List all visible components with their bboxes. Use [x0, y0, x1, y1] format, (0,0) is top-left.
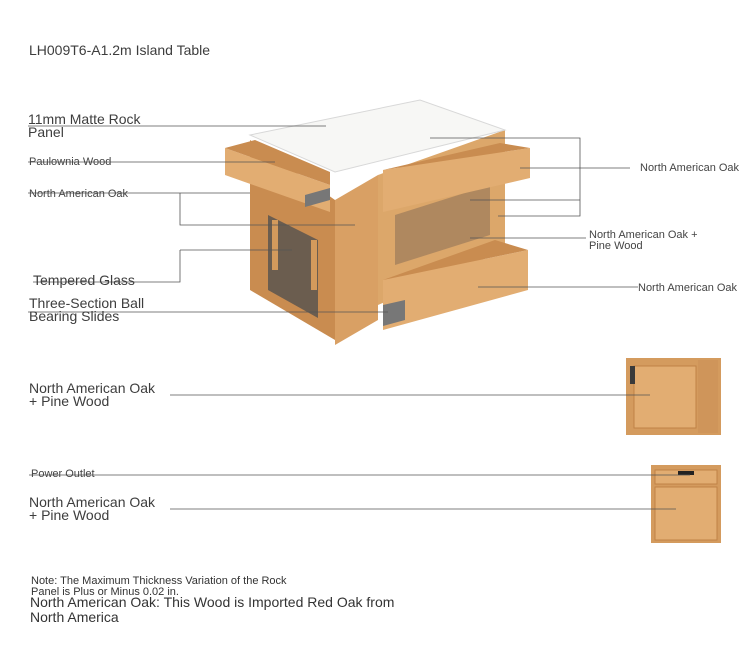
- label-slides-line1: Three-Section Ball: [29, 295, 145, 311]
- middle-shelf-opening: [395, 185, 490, 265]
- label-outlet-panel-line1: North American Oak: [29, 494, 156, 510]
- label-slides: Three-Section Ball Bearing Slides: [29, 295, 145, 324]
- label-back-panel-line2: + Pine Wood: [29, 393, 110, 409]
- label-rock-panel-line2: Panel: [28, 124, 64, 140]
- note-rock-line2: Panel is Plus or Minus 0.02 in.: [31, 586, 179, 598]
- back-panel-hinge: [630, 366, 635, 384]
- power-outlet-slot: [678, 471, 694, 475]
- door-handle-left: [272, 220, 278, 270]
- bottom-drawer-slide: [383, 300, 405, 326]
- bottom-right-drawer-front: [383, 250, 528, 330]
- left-drawer-top: [225, 140, 330, 185]
- note-oak-line2: North America: [30, 609, 119, 625]
- leader-oak-left-post: [179, 193, 355, 226]
- bottom-right-drawer-top: [383, 240, 528, 280]
- label-oak-right-bottom: North American Oak: [638, 282, 738, 294]
- label-oak-pine-right-line2: Pine Wood: [589, 240, 643, 252]
- top-right-drawer-front: [383, 148, 530, 212]
- back-panel-door: [633, 365, 697, 429]
- tempered-glass-door: [268, 215, 318, 318]
- back-panel-side: [698, 360, 718, 433]
- label-paulownia: Paulownia Wood: [29, 156, 112, 168]
- label-slides-line2: Bearing Slides: [29, 308, 120, 324]
- page-title: LH009T6-A1.2m Island Table: [29, 42, 211, 58]
- top-right-drawer-top: [383, 143, 530, 170]
- label-oak-pine-right: North American Oak + Pine Wood: [589, 230, 698, 252]
- label-power-outlet: Power Outlet: [31, 468, 95, 480]
- label-oak-pine-right-line1: North American Oak +: [589, 229, 698, 241]
- label-back-panel-line1: North American Oak: [29, 380, 156, 396]
- outlet-panel-drawer: [654, 469, 718, 485]
- note-rock-line1: Note: The Maximum Thickness Variation of…: [31, 575, 287, 587]
- outlet-panel-door: [654, 486, 718, 541]
- label-oak-left: North American Oak: [29, 188, 129, 200]
- rock-panel-top: [248, 99, 507, 173]
- left-drawer-front: [225, 148, 330, 212]
- note-oak-line1: North American Oak: This Wood is Importe…: [30, 594, 395, 610]
- label-outlet-panel: North American Oak + Pine Wood: [29, 494, 156, 523]
- label-outlet-panel-line2: + Pine Wood: [29, 507, 110, 523]
- label-rock-panel-line1: 11mm Matte Rock: [28, 111, 141, 127]
- label-tempered-glass: Tempered Glass: [33, 272, 135, 288]
- label-oak-right-top: North American Oak: [640, 162, 740, 174]
- door-handle-right: [311, 240, 317, 290]
- leader-glass-bracket: [33, 250, 181, 283]
- cabinet-front-post: [335, 175, 378, 345]
- note-rock-panel: Note: The Maximum Thickness Variation of…: [31, 576, 287, 598]
- leader-oak-right-top-bracket: [430, 137, 581, 217]
- note-oak: North American Oak: This Wood is Importe…: [30, 595, 394, 625]
- left-drawer-slide: [305, 188, 330, 207]
- label-back-panel: North American Oak + Pine Wood: [29, 380, 156, 409]
- label-rock-panel: 11mm Matte Rock Panel: [28, 111, 141, 140]
